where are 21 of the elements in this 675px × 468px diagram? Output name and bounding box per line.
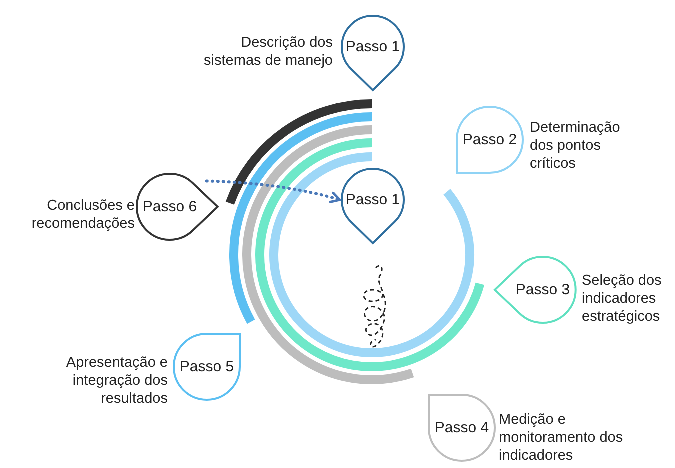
teardrop-marker [456, 106, 524, 174]
step-label: Passo 2 [462, 132, 518, 148]
teardrop-marker [341, 168, 405, 244]
teardrop-marker [341, 15, 405, 92]
step-label: Passo 1 [346, 38, 400, 56]
teardrop-marker [428, 394, 496, 462]
step-label: Passo 5 [180, 358, 234, 376]
step-label: Passo 6 [142, 198, 198, 216]
step-description: Medição e monitoramento dos indicadores [499, 411, 624, 465]
dotted-arrow [205, 180, 342, 204]
teardrop-marker [494, 256, 577, 324]
teardrop-marker [173, 333, 241, 401]
step-description: Determinação dos pontos críticos [530, 119, 622, 173]
step-description: Seleção dos indicadores estratégicos [582, 272, 663, 326]
step-description: Conclusões e recomendações [30, 197, 135, 233]
step-label: Passo 3 [516, 282, 570, 298]
step-description: Descrição dos sistemas de manejo [203, 34, 333, 70]
step-description: Apresentação e integração dos resultados [65, 354, 168, 408]
step-label: Passo 4 [434, 420, 490, 436]
teardrop-marker [136, 173, 219, 241]
step-label: Passo 1 [346, 192, 400, 208]
